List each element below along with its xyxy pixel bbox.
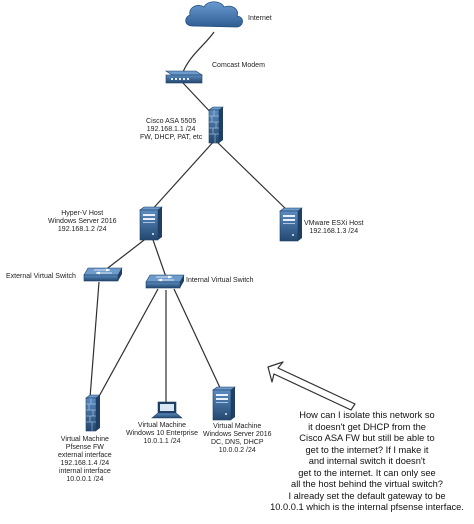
modem-label: Comcast Modem (212, 62, 265, 69)
asa-label: Cisco ASA 5505 192.168.1.1 /24 FW, DHCP,… (140, 118, 203, 141)
link-asa-hyperv (149, 139, 216, 213)
link-hyperv-extswitch (103, 236, 149, 272)
ext-switch-label: External Virtual Switch (6, 273, 76, 280)
link-internet-modem (182, 31, 215, 73)
connection-lines (89, 31, 291, 403)
server-icon (139, 206, 163, 241)
switch-icon (83, 267, 123, 282)
int-switch-label: Internal Virtual Switch (186, 277, 254, 284)
esxi-label: VMware ESXi Host 192.168.1.3 /24 (304, 220, 364, 235)
link-asa-esxi (214, 139, 291, 214)
pfsense-label: Virtual Machine Pfsense FW external inte… (58, 436, 112, 483)
internet-label: Internet (248, 15, 272, 22)
link-hyperv-intswitch (151, 236, 167, 278)
link-intswitch-dc (173, 288, 223, 393)
switch-icon (145, 274, 185, 289)
dc-label: Virtual Machine Windows Server 2016 DC, … (203, 423, 272, 454)
firewall-icon (85, 394, 101, 432)
win10-label: Virtual Machine Windows 10 Enterprise 10… (126, 422, 198, 445)
question-annotation: How can I isolate this network so it doe… (270, 410, 464, 512)
laptop-icon (151, 401, 183, 419)
server-icon (212, 386, 236, 421)
firewall-icon (208, 106, 224, 144)
hyperv-label: Hyper-V Host Windows Server 2016 192.168… (48, 210, 117, 233)
cloud-icon (185, 1, 243, 28)
modem-icon (165, 70, 203, 84)
link-extswitch-pfsense (89, 281, 100, 399)
link-intswitch-pfsense (96, 288, 159, 401)
server-icon (279, 207, 303, 242)
arrow-icon (267, 361, 356, 411)
